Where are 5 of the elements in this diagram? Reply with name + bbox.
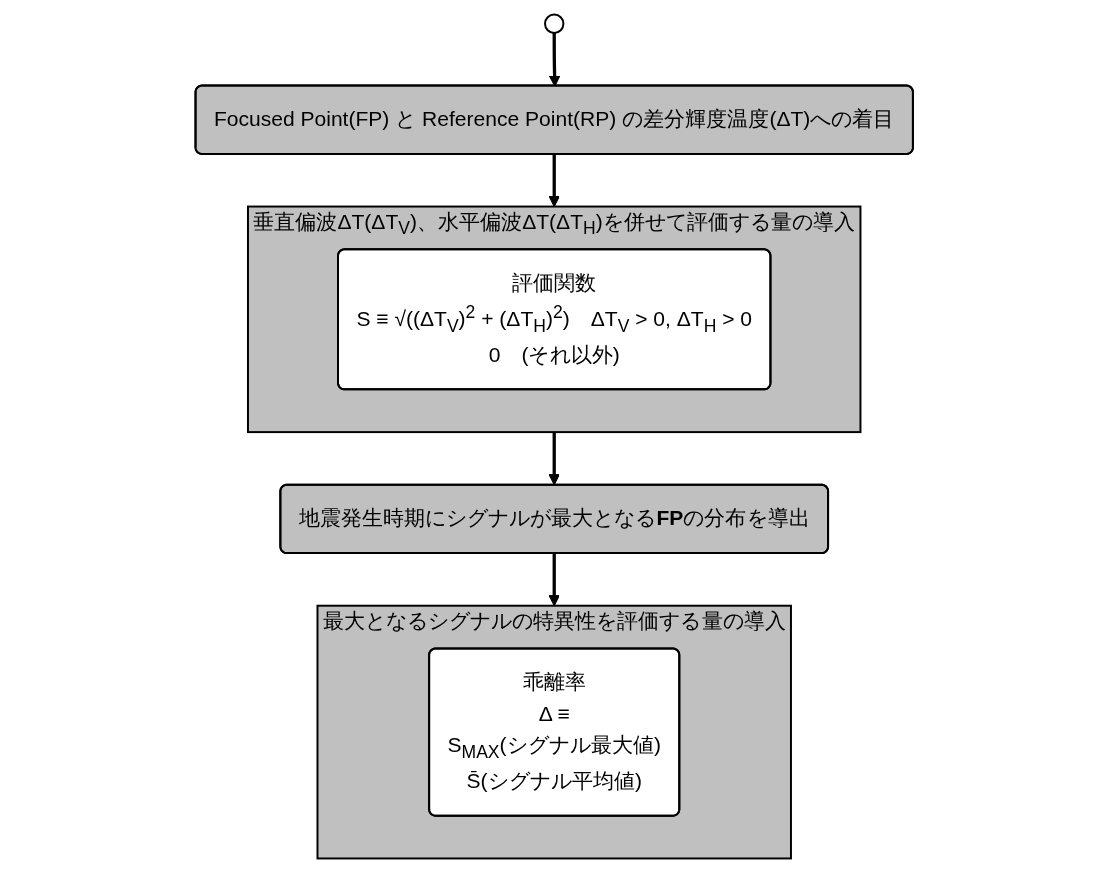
node-circle [544, 13, 565, 34]
arrow [549, 32, 561, 87]
arrow [548, 153, 561, 208]
arrow [548, 432, 561, 486]
arrow [548, 553, 561, 607]
